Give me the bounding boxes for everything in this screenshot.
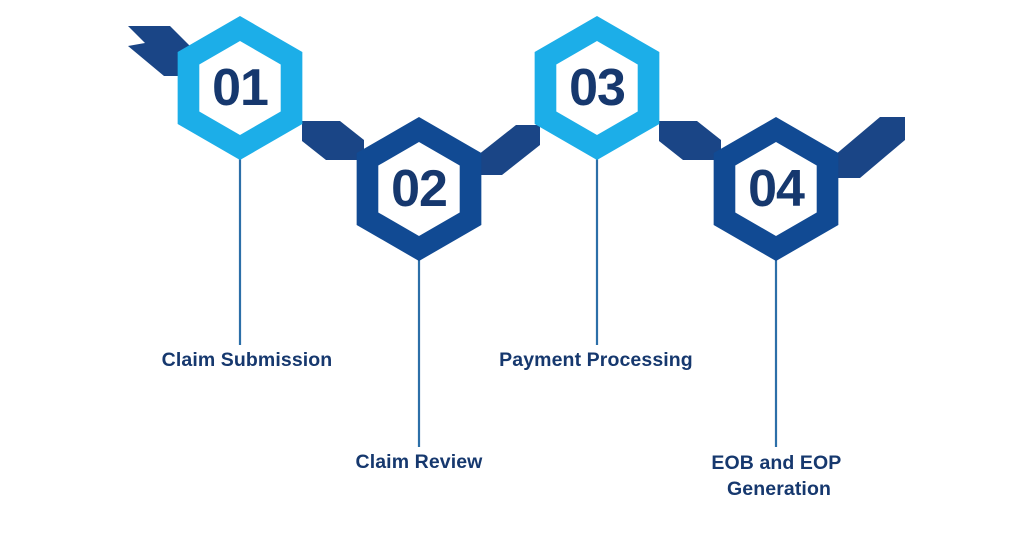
arrow-01-to-02 bbox=[302, 121, 364, 160]
step-label-01: Claim Submission bbox=[162, 349, 333, 371]
step-node-02[interactable]: 02 bbox=[356, 117, 482, 261]
step-number-02: 02 bbox=[391, 160, 447, 218]
step-label-04: EOB and EOP Generation bbox=[711, 452, 846, 500]
step-label-03: Payment Processing bbox=[499, 349, 693, 371]
step-number-04: 04 bbox=[748, 160, 805, 218]
outbound-arrow bbox=[835, 117, 905, 178]
step-node-03[interactable]: 03 bbox=[534, 16, 660, 160]
step-node-01[interactable]: 01 bbox=[177, 16, 303, 160]
step-label-02: Claim Review bbox=[356, 451, 484, 473]
step-number-01: 01 bbox=[212, 59, 268, 117]
step-node-04[interactable]: 04 bbox=[713, 117, 839, 261]
arrow-02-to-03 bbox=[478, 125, 540, 175]
step-label-04-line-2: Generation bbox=[727, 478, 831, 500]
step-label-04-line-1: EOB and EOP bbox=[711, 452, 841, 474]
step-number-03: 03 bbox=[569, 59, 625, 117]
stem-line-group bbox=[238, 158, 778, 447]
arrow-03-to-04 bbox=[659, 121, 721, 160]
